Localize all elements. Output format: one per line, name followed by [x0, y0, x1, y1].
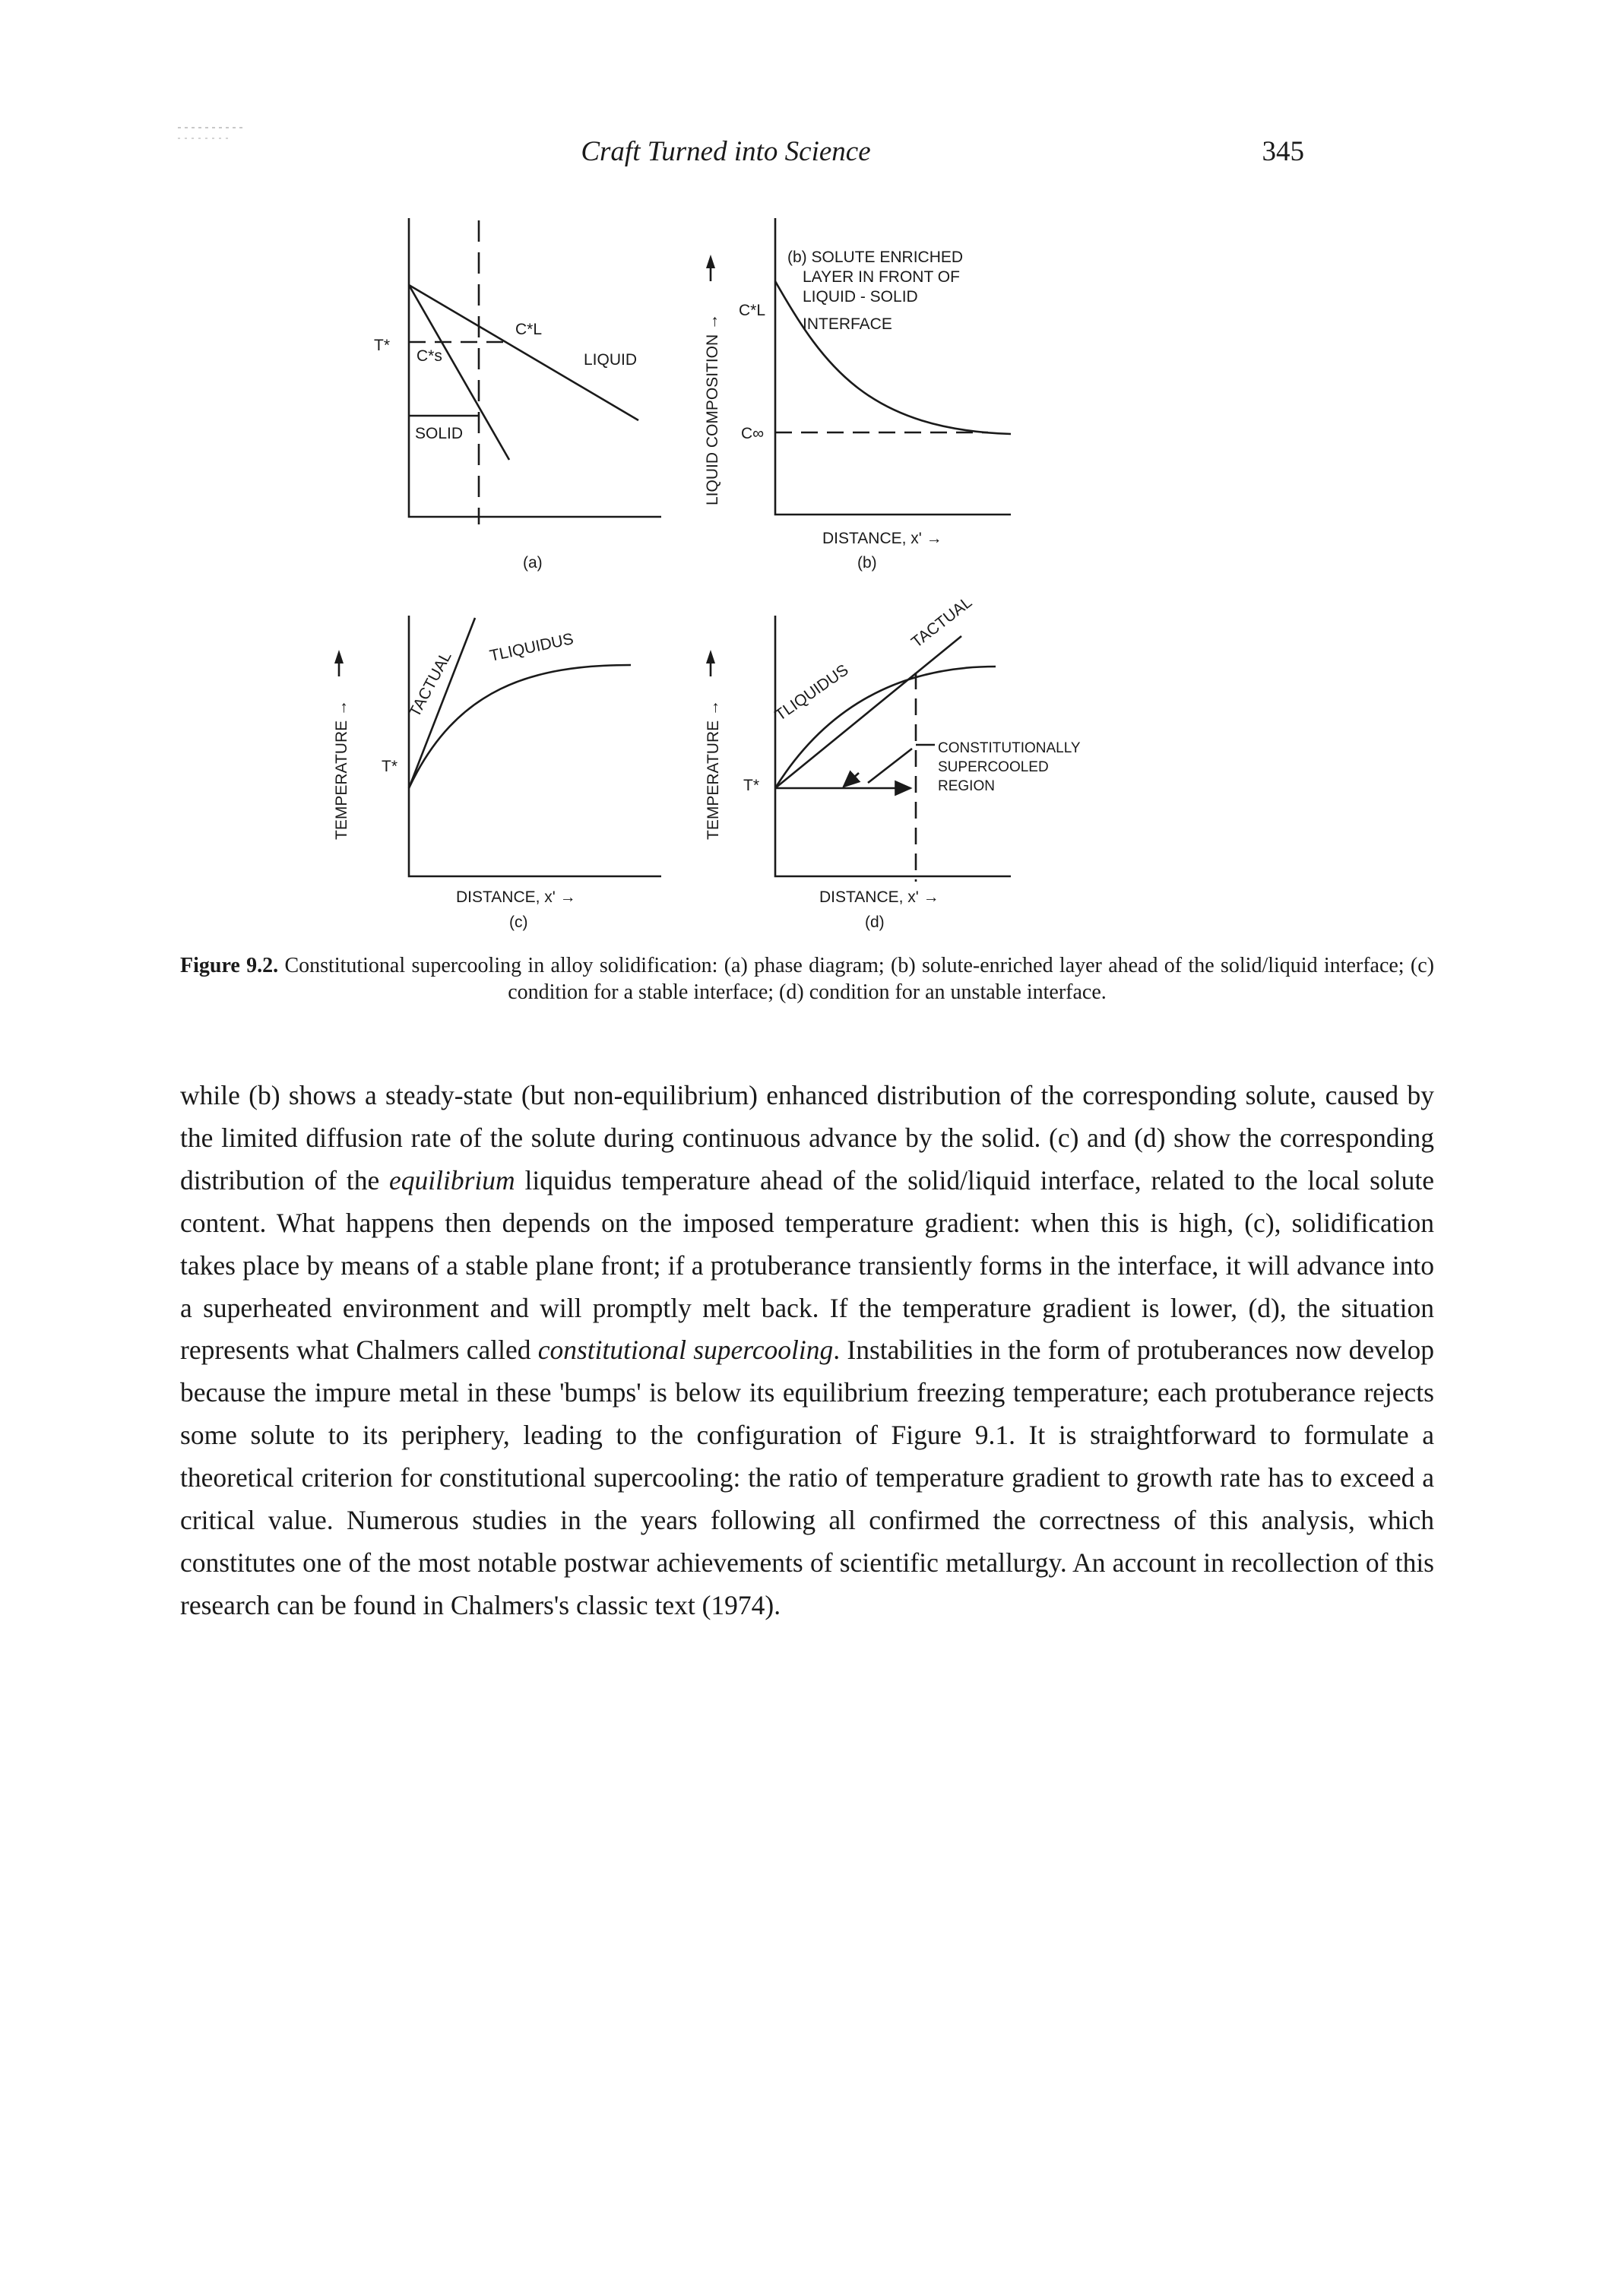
- figure-diagram: T* C*s C*L LIQUID SOLID (a) LIQUID COMPO…: [333, 218, 1081, 931]
- panel-a-tstar-label: T*: [374, 337, 390, 354]
- panel-d-axes: [774, 616, 1011, 878]
- panel-d-tactual-label: TACTUAL: [908, 594, 975, 651]
- text-run-3: . Instabilities in the form of protubera…: [180, 1335, 1434, 1620]
- caption-label: Figure 9.2.: [180, 954, 279, 977]
- panel-a-liquidus-line: [408, 283, 639, 422]
- panel-a-liquid-label: LIQUID: [584, 351, 637, 369]
- page-number: 345: [1262, 136, 1305, 167]
- panel-c-liquidus-curve: [407, 663, 632, 789]
- text-run-2: liquidus temperature ahead of the solid/…: [180, 1164, 1434, 1366]
- panel-d-x-label: DISTANCE, x' →: [819, 888, 939, 906]
- panel-b-annotation-3: LIQUID - SOLID: [803, 288, 918, 306]
- scan-artifact: [178, 127, 245, 139]
- panel-c-tstar-label: T*: [382, 758, 397, 775]
- panel-a-axes: [407, 218, 661, 518]
- caption-text: Constitutional supercooling in alloy sol…: [278, 954, 1434, 1005]
- panel-b-x-label: DISTANCE, x' →: [822, 530, 942, 547]
- running-title: Craft Turned into Science: [581, 136, 871, 167]
- panel-c-tactual-label: TACTUAL: [406, 648, 454, 720]
- panel-c-y-label: TEMPERATURE →: [333, 700, 350, 840]
- panel-c-caption-label: (c): [509, 914, 528, 931]
- panel-d-caption-label: (d): [865, 914, 885, 931]
- panel-d-region-pointer: [867, 747, 913, 784]
- panel-c-tliquidus-label: TLIQUIDUS: [488, 630, 575, 665]
- panel-d-region-label-2: SUPERCOOLED: [938, 759, 1049, 775]
- panel-b-y-label: LIQUID COMPOSITION →: [704, 314, 721, 505]
- panel-b-composition-profile: [706, 218, 1012, 516]
- panel-b-cl-label: C*L: [739, 302, 765, 319]
- panel-a-caption-label: (a): [523, 554, 543, 572]
- panel-d-region-arrow: [842, 770, 861, 788]
- panel-d-y-label: TEMPERATURE →: [705, 700, 722, 840]
- panel-a-solid-label: SOLID: [415, 425, 463, 442]
- figure-9-2: T* C*s C*L LIQUID SOLID (a) LIQUID COMPO…: [327, 201, 1315, 931]
- panel-b-annotation-4: INTERFACE: [803, 315, 892, 333]
- panel-a-solidus-line: [407, 284, 511, 461]
- panel-d-region-label-1: CONSTITUTIONALLY: [938, 740, 1081, 756]
- panel-d-unstable-interface: [706, 616, 1011, 882]
- body-paragraph: while (b) shows a steady-state (but non-…: [180, 1075, 1434, 1627]
- panel-c-axes: [407, 616, 661, 878]
- panel-a-cs-label: C*s: [416, 347, 442, 365]
- panel-b-annotation-1: (b) SOLUTE ENRICHED: [787, 249, 963, 266]
- figure-caption: Figure 9.2. Constitutional supercooling …: [180, 952, 1434, 1006]
- text-run-1: while (b) shows a steady-state (but non-…: [180, 1080, 1434, 1196]
- panel-c-stable-interface: [334, 616, 661, 878]
- panel-d-tstar-label: T*: [743, 777, 759, 794]
- panel-d-actual-line: [774, 635, 962, 790]
- panel-b-enrichment-curve: [774, 280, 1012, 435]
- panel-c-x-label: DISTANCE, x' →: [456, 888, 576, 906]
- panel-b-annotation-2: LAYER IN FRONT OF: [803, 268, 960, 286]
- paragraph: while (b) shows a steady-state (but non-…: [180, 1075, 1434, 1627]
- panel-a-cl-label: C*L: [515, 321, 542, 338]
- panel-b-caption-label: (b): [857, 554, 877, 572]
- panel-d-region-label-3: REGION: [938, 778, 995, 794]
- panel-d-liquidus-curve: [774, 665, 996, 789]
- panel-b-axes: [774, 218, 1011, 516]
- emphasis-constitutional-supercooling: constitutional supercooling: [537, 1335, 834, 1366]
- running-head: Craft Turned into Science 345: [0, 135, 1612, 173]
- panel-b-cinf-label: C∞: [741, 425, 764, 442]
- panel-a-phase-diagram: [407, 218, 661, 524]
- panel-c-actual-line: [407, 617, 477, 789]
- emphasis-equilibrium: equilibrium: [389, 1164, 515, 1196]
